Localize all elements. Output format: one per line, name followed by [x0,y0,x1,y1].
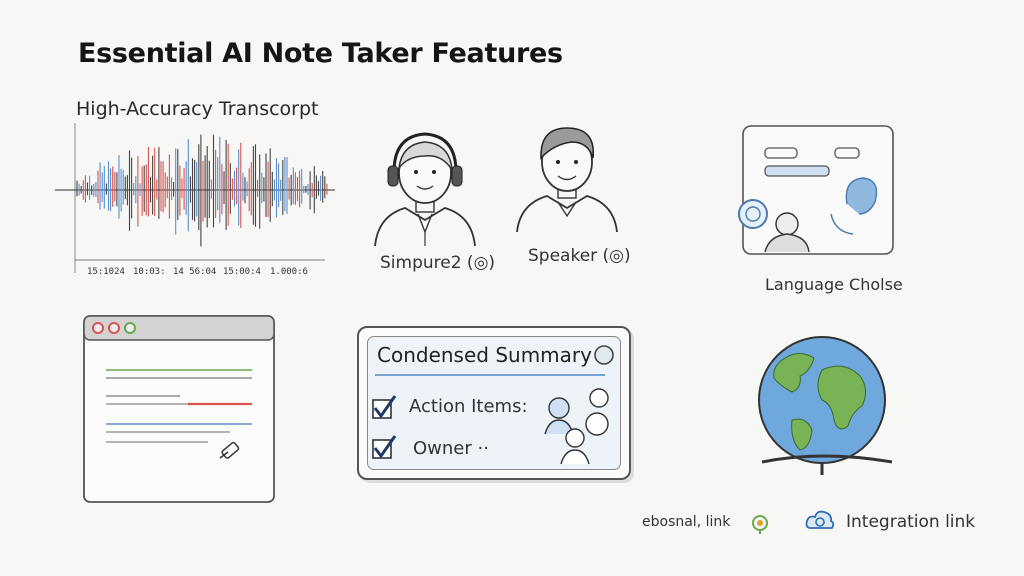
page-title: Essential AI Note Taker Features [78,38,563,69]
speaker-1-avatar-icon [374,132,476,247]
team-avatars-icon [544,388,609,465]
status-circle-icon [594,345,614,365]
timeline-ticks: 15:1024 10:03: 14 56:04 15:00:4 1.000:6 [87,267,308,277]
waveform-bars [76,134,328,247]
language-label: Language Cholse [765,275,903,294]
action-items-label: Action Items: [409,396,528,417]
summary-divider [375,374,605,376]
waveform-chart: 15:1024 10:03: 14 56:04 15:00:4 1.000:6 [55,123,335,277]
speaker-2-label: Speaker (◎) [528,246,631,266]
owner-label: Owner ·· [413,438,489,459]
cloud-integration-icon[interactable] [805,508,835,534]
speaker-1-label: Simpure2 (◎) [380,253,496,273]
browser-window-illustration [83,315,275,503]
speaker-2-avatar-icon [516,127,618,233]
integration-link-label[interactable]: Integration link [846,512,976,532]
tick-label: 15:1024 [87,267,125,277]
plug-icon [219,441,240,459]
window-maximize-icon [124,322,136,334]
tick-label: 15:00:4 [223,267,261,277]
window-minimize-icon [108,322,120,334]
transcript-label: High-Accuracy Transcorpt [76,98,319,120]
tick-label: 1.000:6 [270,267,308,277]
globe-icon [758,336,893,475]
checkbox-checked-icon[interactable] [371,434,399,460]
summary-card-inner [367,336,621,470]
tick-label: 10:03: [133,267,166,277]
personal-link-label[interactable]: ebosnal, link [642,514,731,530]
language-panel-illustration [738,125,894,255]
summary-card: Condensed Summary Action Items: Owner ·· [357,326,631,480]
link-badge-icon[interactable] [748,511,772,535]
tick-label: 14 56:04 [173,267,216,277]
checkbox-checked-icon[interactable] [371,394,399,420]
summary-title: Condensed Summary [377,343,592,367]
window-close-icon [92,322,104,334]
